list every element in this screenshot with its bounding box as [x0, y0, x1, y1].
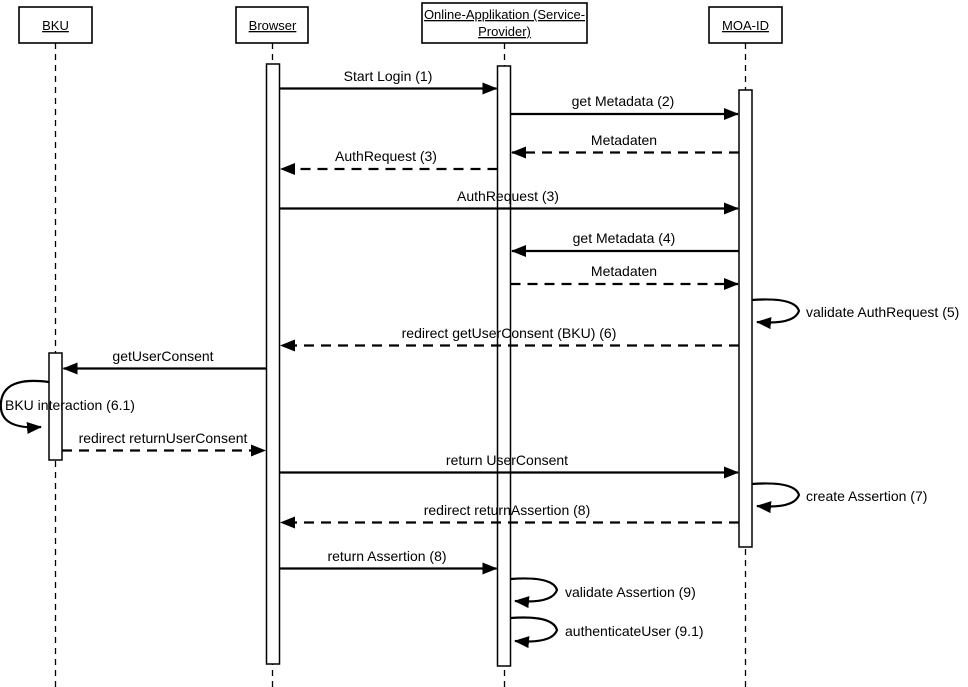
- activation-browser: [265, 63, 281, 665]
- actor-box-service-provider: [421, 2, 588, 44]
- message-validate-authrequest: validate AuthRequest (5): [751, 298, 959, 330]
- message-create-assertion: create Assertion (7): [751, 482, 927, 514]
- message-validate-assertion: validate Assertion (9): [510, 577, 696, 609]
- actor-moa-id: MOA-ID: [708, 6, 783, 44]
- message-label: redirect returnAssertion (8): [424, 502, 591, 518]
- message-getuserconsent: getUserConsent: [62, 348, 267, 375]
- message-label: validate AuthRequest (5): [806, 304, 959, 320]
- message-label: redirect returnUserConsent: [79, 430, 248, 446]
- message-start-login: Start Login (1): [279, 68, 498, 95]
- message-return-assertion: return Assertion (8): [279, 548, 498, 575]
- actor-label-bku: BKU: [42, 18, 69, 33]
- message-bku-interaction: BKU interaction (6.1): [0, 379, 135, 434]
- message-metadaten-2: Metadaten: [510, 263, 739, 290]
- self-loop-arrow: [751, 298, 801, 330]
- message-label: return Assertion (8): [327, 548, 446, 564]
- message-label: redirect getUserConsent (BKU) (6): [402, 325, 617, 341]
- message-redirect-getuserconsent: redirect getUserConsent (BKU) (6): [280, 325, 739, 352]
- actor-label-browser: Browser: [249, 18, 297, 33]
- self-loop-arrow: [510, 616, 559, 649]
- message-label: getUserConsent: [112, 348, 213, 364]
- message-authrequest-dashed: AuthRequest (3): [280, 148, 498, 175]
- actor-label-service-provider-line1: Online-Applikation (Service-: [424, 7, 585, 22]
- actor-label-moa-id: MOA-ID: [722, 18, 769, 33]
- message-return-userconsent: return UserConsent: [279, 452, 739, 479]
- message-get-metadata-4: get Metadata (4): [511, 230, 739, 257]
- actor-bku: BKU: [18, 6, 93, 44]
- actor-box-browser: [235, 6, 309, 44]
- message-label: authenticateUser (9.1): [565, 623, 704, 639]
- message-label: Metadaten: [591, 132, 657, 148]
- self-loop-arrow: [751, 482, 801, 514]
- activation-bku: [48, 352, 63, 461]
- activation-moa-id: [738, 89, 753, 548]
- actor-label-service-provider-line2: Provider): [478, 24, 531, 39]
- actor-box-bku: [18, 6, 93, 44]
- message-label: AuthRequest (3): [335, 148, 437, 164]
- message-redirect-returnuserconsent: redirect returnUserConsent: [62, 430, 266, 457]
- message-label: Start Login (1): [344, 68, 433, 84]
- message-authenticateuser: authenticateUser (9.1): [510, 616, 704, 649]
- message-get-metadata-2: get Metadata (2): [510, 93, 739, 120]
- message-authrequest-solid: AuthRequest (3): [279, 188, 739, 215]
- message-label: get Metadata (4): [573, 230, 676, 246]
- message-metadaten-1: Metadaten: [511, 132, 739, 159]
- self-loop-arrow: [0, 379, 50, 434]
- actor-box-moa-id: [708, 6, 783, 44]
- message-label: AuthRequest (3): [457, 188, 559, 204]
- message-label: create Assertion (7): [806, 488, 927, 504]
- actor-service-provider: Online-Applikation (Service- Provider): [421, 2, 588, 44]
- message-redirect-returnassertion: redirect returnAssertion (8): [280, 502, 739, 529]
- message-label: BKU interaction (6.1): [5, 397, 135, 413]
- activation-service-provider: [496, 65, 512, 667]
- message-label: return UserConsent: [446, 452, 568, 468]
- self-loop-arrow: [510, 577, 559, 609]
- message-label: get Metadata (2): [572, 93, 675, 109]
- message-label: validate Assertion (9): [565, 584, 696, 600]
- message-label: Metadaten: [591, 263, 657, 279]
- actor-browser: Browser: [235, 6, 309, 44]
